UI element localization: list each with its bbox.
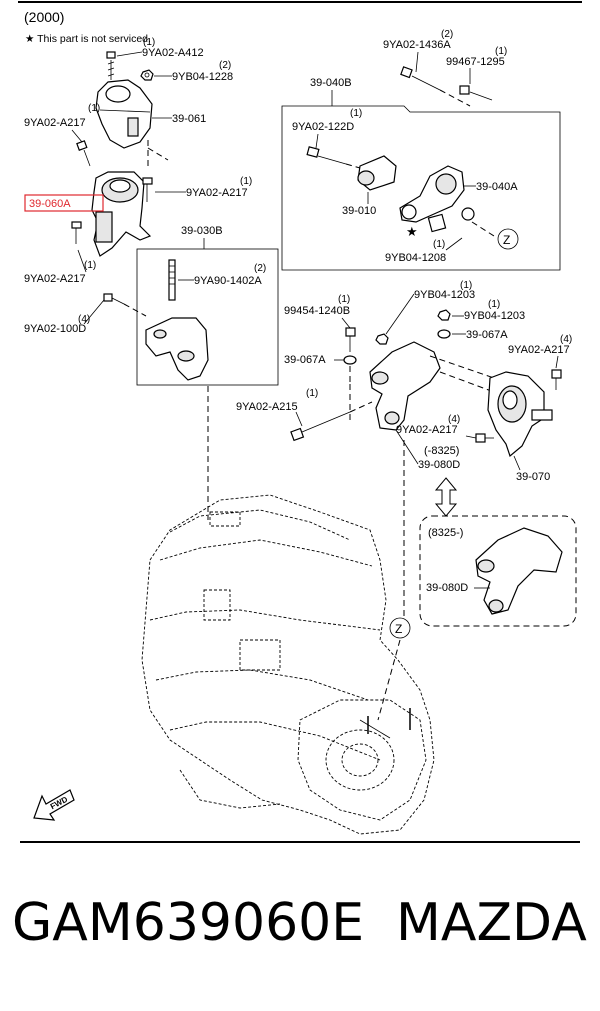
bracket-39-080d-alt-icon: [475, 527, 563, 615]
star-marker: ★: [406, 224, 418, 239]
label-part-39-067a-right: 39-067A: [466, 329, 508, 341]
label-nut-1203-right: 9YB04-1203: [464, 310, 525, 322]
label-part-39-080d-alt: 39-080D: [426, 582, 468, 594]
double-arrow-icon: [434, 477, 458, 517]
label-bolt-122d: 9YA02-122D: [292, 121, 354, 133]
ref-z-label-bottom: Z: [395, 622, 402, 636]
forward-arrow-icon: [33, 789, 75, 821]
bolt-1436a-icon: [400, 66, 441, 91]
qty-label: (2): [441, 29, 453, 40]
label-range-8325-after: (8325-): [428, 527, 463, 539]
qty-label: (1): [88, 103, 100, 114]
label-part-39-067a-left: 39-067A: [284, 354, 326, 366]
label-part-39-010: 39-010: [342, 205, 376, 217]
washer-39-067a-right-icon: [437, 329, 451, 339]
label-nut-1203-top: 9YB04-1203: [414, 289, 475, 301]
nut-1208-icon: [427, 207, 475, 233]
label-bolt-1436a: 9YA02-1436A: [383, 39, 451, 51]
part-caption: GAM639060E MAZDA: [0, 893, 600, 973]
qty-label: (1): [338, 294, 350, 305]
nut-1203-right-icon: [437, 309, 451, 321]
label-bolt-100d: 9YA02-100D: [24, 323, 86, 335]
label-stud-1402a: 9YA90-1402A: [194, 275, 262, 287]
label-bolt-a217-right: 9YA02-A217: [508, 344, 570, 356]
bolt-a412-icon: [106, 51, 116, 80]
qty-label: (1): [495, 46, 507, 57]
label-part-39-061: 39-061: [172, 113, 206, 125]
kit-box-39-040b: [281, 105, 561, 271]
qty-label: (4): [448, 414, 460, 425]
label-part-39-040a: 39-040A: [476, 181, 518, 193]
label-part-39-060a[interactable]: 39-060A: [29, 198, 71, 210]
label-part-39-040b: 39-040B: [310, 77, 352, 89]
qty-label: (1): [433, 239, 445, 250]
bolt-99467-icon: [459, 85, 493, 101]
qty-label: (2): [219, 60, 231, 71]
bolt-a217-low-icon: [71, 221, 82, 244]
qty-label: (1): [460, 280, 472, 291]
washer-39-067a-left-icon: [343, 355, 357, 365]
label-part-39-070: 39-070: [516, 471, 550, 483]
label-bolt-99454: 99454-1240B: [284, 305, 350, 317]
nut-1203-top-icon: [375, 333, 389, 345]
engine-assembly-icon: [141, 494, 435, 835]
nut-1228-icon: [140, 69, 154, 81]
bolt-a217-mid-icon: [142, 177, 153, 202]
kit-box-39-030b: [136, 248, 279, 386]
not-serviced-note: ★ This part is not serviced.: [25, 33, 151, 45]
qty-label: (1): [488, 299, 500, 310]
label-bolt-a217-mid: 9YA02-A217: [186, 187, 248, 199]
ref-z-label: Z: [503, 233, 510, 247]
qty-label: (2): [254, 263, 266, 274]
bolt-a217-right-icon: [551, 369, 562, 390]
torque-link-39-040a-icon: [399, 165, 465, 223]
label-bolt-a217-left: 9YA02-A217: [24, 117, 86, 129]
bolt-122d-icon: [306, 146, 347, 165]
bolt-100d-icon: [103, 293, 125, 305]
bolt-a215-icon: [290, 411, 351, 442]
qty-label: (1): [84, 260, 96, 271]
transmission-mount-39-070-icon: [487, 371, 553, 458]
label-nut-1228: 9YB04-1228: [172, 71, 233, 83]
alternate-part-box: [419, 515, 577, 627]
ref-z-circle: [497, 228, 519, 250]
label-bolt-a217-center: 9YA02-A217: [396, 424, 458, 436]
qty-label: (1): [306, 388, 318, 399]
engine-mount-bracket-39-061-icon: [95, 79, 153, 149]
qty-label: (1): [143, 37, 155, 48]
engine-mount-39-060a-icon: [91, 171, 152, 257]
label-range-8325-before: (-8325): [424, 445, 459, 457]
mount-bracket-39-030b-icon: [145, 317, 209, 381]
qty-label: (1): [350, 108, 362, 119]
bolt-a217-left-icon: [76, 140, 91, 167]
part-number: GAM639060E: [12, 893, 365, 953]
qty-label: (4): [560, 334, 572, 345]
qty-label: (1): [240, 176, 252, 187]
stud-1402a-icon: [168, 259, 176, 301]
label-part-39-080d: 39-080D: [418, 459, 460, 471]
brand-name: MAZDA: [396, 893, 587, 953]
label-bolt-a215: 9YA02-A215: [236, 401, 298, 413]
diagram-header: (2000): [24, 9, 64, 25]
label-part-39-030b: 39-030B: [181, 225, 223, 237]
label-bolt-a412: 9YA02-A412: [142, 47, 204, 59]
bushing-39-010-icon: [357, 155, 397, 191]
label-nut-1208: 9YB04-1208: [385, 252, 446, 264]
bracket-39-080d-icon: [369, 341, 441, 431]
bolt-a217-center-icon: [475, 433, 494, 443]
label-bolt-99467: 99467-1295: [446, 56, 505, 68]
qty-label: (4): [78, 314, 90, 325]
bolt-99454-icon: [345, 327, 356, 352]
label-bolt-a217-low: 9YA02-A217: [24, 273, 86, 285]
ref-z-circle-bottom: [389, 617, 411, 639]
highlight-box: [24, 194, 104, 212]
